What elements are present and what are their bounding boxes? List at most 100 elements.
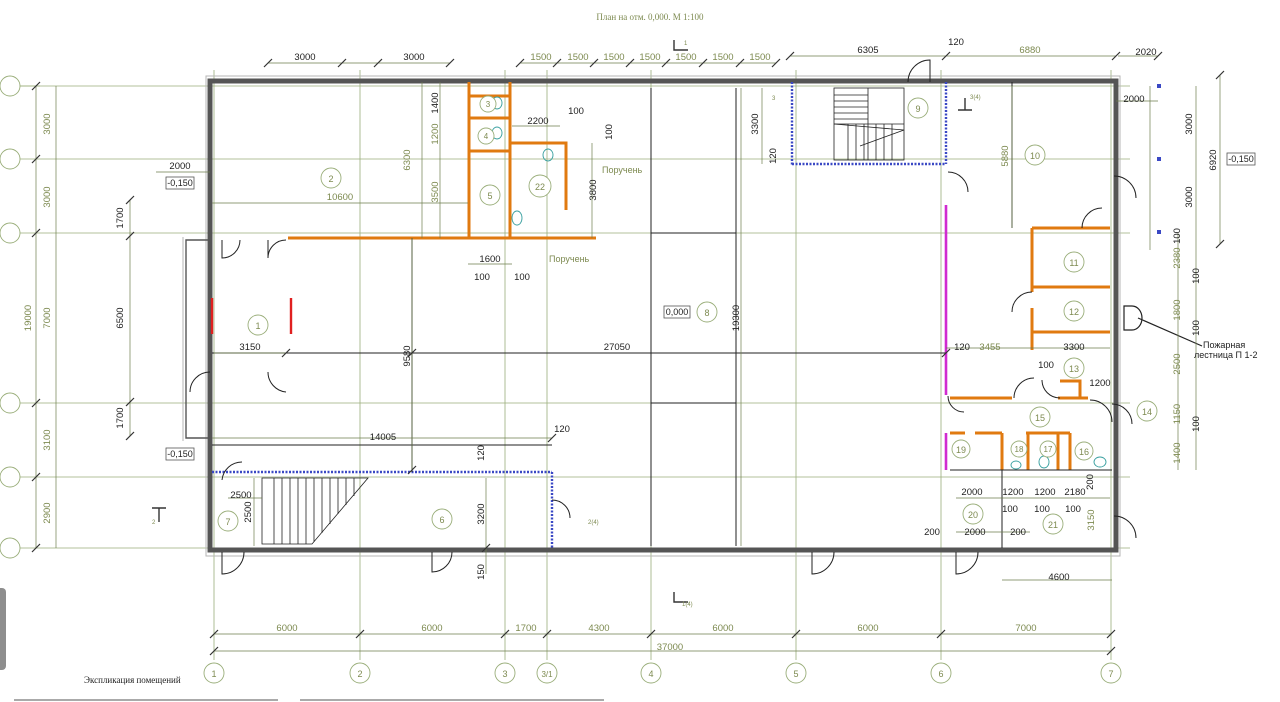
section-mark-3: 3 — [772, 96, 776, 102]
section-mark-2b: 2(4) — [588, 520, 599, 526]
room-10: 10 — [1030, 151, 1040, 161]
dim-left-5: 3100 — [42, 429, 53, 450]
room-5: 5 — [487, 191, 492, 201]
level-floor: 0,000 — [666, 307, 689, 317]
dim-2000b: 2000 — [961, 487, 982, 498]
outer-walls — [182, 75, 1121, 557]
section-mark-2: 2 — [152, 520, 156, 526]
dim-right-5: 2380 — [1172, 247, 1183, 268]
room-22: 22 — [535, 182, 545, 192]
stair-top — [833, 87, 905, 161]
dim-bottom-6: 6000 — [857, 623, 878, 634]
dim-bottom-2: 6000 — [421, 623, 442, 634]
room-2: 2 — [328, 174, 333, 184]
dim-bottom-5: 6000 — [712, 623, 733, 634]
dim-top-1: 3000 — [294, 52, 315, 63]
dim-right-7: 1800 — [1172, 299, 1183, 320]
dim-right-4: 100 — [1172, 228, 1183, 244]
dim-1400: 1400 — [430, 92, 441, 113]
dim-100d: 100 — [514, 272, 530, 283]
explication-title: Экспликация помещений — [84, 675, 181, 685]
dim-100c: 100 — [474, 272, 490, 283]
red-markers — [210, 298, 293, 334]
dim-3500: 3500 — [430, 181, 441, 202]
dim-150: 150 — [476, 564, 487, 580]
dim-right-9: 2500 — [1172, 353, 1183, 374]
dim-200b: 200 — [1010, 527, 1026, 538]
room-11: 11 — [1069, 258, 1078, 268]
room-18: 18 — [1015, 445, 1024, 454]
fire-ladder-label-1: Пожарная — [1203, 340, 1245, 350]
dim-right-6: 100 — [1191, 268, 1202, 284]
stair-bottom — [261, 477, 369, 545]
axis-label-7: 7 — [1108, 669, 1113, 679]
dim-3300: 3300 — [1063, 342, 1084, 353]
right-markers — [1157, 84, 1161, 234]
dim-3150b: 3150 — [1086, 509, 1097, 530]
fire-ladder-label-2: лестница П 1-2 — [1194, 350, 1258, 360]
dim-120b: 120 — [476, 445, 487, 461]
dim-2500a: 2500 — [230, 490, 251, 501]
left-axis-bubbles — [0, 75, 21, 559]
dim-right-2: 3000 — [1184, 186, 1195, 207]
dim-top-r5: 2000 — [1123, 94, 1144, 105]
vertical-scrollbar-handle[interactable] — [0, 588, 6, 670]
dim-left-3: 19000 — [23, 305, 34, 331]
dim-right-10: 1150 — [1172, 404, 1183, 424]
level-bottom-left: -0,150 — [167, 449, 193, 459]
dim-100f: 100 — [1034, 504, 1050, 515]
dim-top-m4: 1500 — [639, 52, 660, 63]
handrail-label-2: Поручень — [549, 254, 590, 264]
room-7: 7 — [225, 517, 230, 527]
dim-right-3: 6920 — [1208, 149, 1219, 170]
level-boxes — [165, 152, 1256, 461]
room-8: 8 — [704, 308, 709, 318]
drawing-texts: План на отм. 0,000. М 1:100 3000 3000 15… — [23, 12, 1258, 685]
room-1: 1 — [255, 321, 260, 331]
dim-9580: 9580 — [402, 345, 413, 366]
room-9: 9 — [915, 104, 920, 114]
section-mark-3b: 3(4) — [970, 95, 981, 101]
dim-6300: 6300 — [402, 149, 413, 170]
dim-top-m2: 1500 — [567, 52, 588, 63]
dim-27050: 27050 — [604, 342, 630, 353]
dim-14005: 14005 — [370, 432, 396, 443]
room-3: 3 — [486, 100, 491, 109]
plan-title: План на отм. 0,000. М 1:100 — [596, 12, 704, 22]
axis-label-3-1: 3/1 — [541, 670, 553, 679]
dim-top-r1: 6305 — [857, 45, 878, 56]
dim-top-m6: 1500 — [712, 52, 733, 63]
room-4: 4 — [484, 132, 489, 141]
dim-bottom-overall: 37000 — [657, 642, 683, 653]
dim-200v: 200 — [1085, 474, 1096, 490]
dim-left-6: 2900 — [42, 502, 53, 523]
dimension-lines — [35, 55, 1221, 652]
room-bubbles — [217, 95, 1158, 535]
dim-2200: 2200 — [527, 116, 548, 127]
dim-bottom-7: 7000 — [1015, 623, 1036, 634]
axis-label-2: 2 — [357, 669, 362, 679]
dim-bottom-4: 4300 — [588, 623, 609, 634]
dim-2000c: 2000 — [964, 527, 985, 538]
room-19: 19 — [956, 445, 966, 455]
partitions-orange — [288, 82, 1110, 470]
dim-top-m5: 1500 — [675, 52, 696, 63]
dim-1200v: 1200 — [430, 123, 441, 144]
dim-10600: 10600 — [327, 192, 353, 203]
room-14: 14 — [1142, 407, 1152, 417]
dim-3200: 3200 — [476, 503, 487, 524]
dim-2500b: 2500 — [243, 501, 254, 522]
room-21: 21 — [1048, 520, 1058, 530]
dim-right-1: 3000 — [1184, 113, 1195, 134]
level-right: -0,150 — [1228, 154, 1254, 164]
dim-100g: 100 — [1065, 504, 1081, 515]
dim-3800: 3800 — [588, 179, 599, 200]
dim-1200c: 1200 — [1034, 487, 1055, 498]
dim-right-12: 1400 — [1172, 442, 1183, 463]
dim-left-2: 3000 — [42, 186, 53, 207]
dim-bottom-3: 1700 — [515, 623, 536, 634]
dim-120d: 120 — [954, 342, 970, 353]
axis-label-6: 6 — [938, 669, 943, 679]
